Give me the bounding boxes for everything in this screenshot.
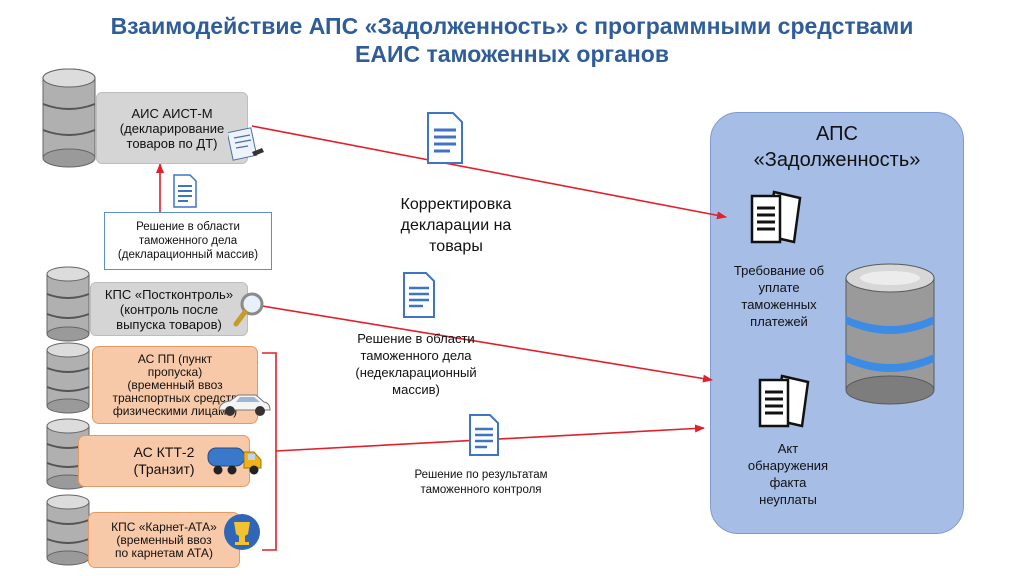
postcontrol-line-3: выпуска товаров) xyxy=(116,316,222,332)
trophy-icon xyxy=(224,514,260,550)
decl-solution-line-1: Решение в области xyxy=(136,221,240,233)
karnet-line-3: по карнетам АТА) xyxy=(115,545,213,560)
act-line-2: обнаружения xyxy=(747,458,829,473)
nondecl-line-3: (недекларационный xyxy=(355,365,477,380)
arrow-postcontrol-to-act xyxy=(249,303,713,383)
papers-icon xyxy=(758,374,810,428)
postcontrol-line-2: (контроль после xyxy=(119,301,219,317)
postcontrol-line-1: КПС «Постконтроль» xyxy=(104,286,234,302)
label-requirement: Требование об уплате таможенных платежей xyxy=(718,262,840,330)
papers-icon xyxy=(750,190,802,244)
correction-line-3: товары xyxy=(429,238,483,255)
system-postcontrol[interactable]: КПС «Постконтроль» (контроль после выпус… xyxy=(90,282,248,336)
label-control-result: Решение по результатам таможенного контр… xyxy=(396,468,566,498)
nondecl-line-2: таможенного дела xyxy=(360,348,472,363)
label-nondecl-solution: Решение в области таможенного дела (неде… xyxy=(336,330,496,398)
aspp-line-3: (временный ввоз xyxy=(127,377,223,392)
aspp-line-5: физическими лицами) xyxy=(112,403,238,418)
asktt-line-1: АС КТТ-2 xyxy=(133,444,195,460)
document-icon xyxy=(427,112,463,164)
database-icon xyxy=(42,68,96,168)
aist-line-3: товаров по ДТ) xyxy=(126,135,218,151)
aspp-line-2: пропуска) xyxy=(147,364,203,379)
control-result-line-1: Решение по результатам xyxy=(414,469,548,481)
correction-line-1: Корректировка xyxy=(400,196,512,213)
truck-icon xyxy=(207,447,262,475)
database-icon xyxy=(845,263,935,405)
aist-line-2: (декларирование xyxy=(119,120,225,136)
system-aist-m[interactable]: АИС АИСТ-М (декларирование товаров по ДТ… xyxy=(96,92,248,164)
label-correction: Корректировка декларации на товары xyxy=(372,194,540,257)
control-result-line-2: таможенного контроля xyxy=(420,484,542,496)
car-icon xyxy=(218,394,271,416)
aps-title-line-2: «Задолженность» xyxy=(753,149,921,171)
label-act: Акт обнаружения факта неуплаты xyxy=(728,440,848,508)
karnet-line-1: КПС «Карнет-АТА» xyxy=(111,519,217,534)
decl-solution-line-3: (декларационный массив) xyxy=(117,249,259,261)
aps-title: АПС «Задолженность» xyxy=(711,121,963,173)
database-icon xyxy=(46,342,90,414)
title-line-1: Взаимодействие АПС «Задолженность» с про… xyxy=(110,13,914,39)
document-icon xyxy=(403,272,435,318)
act-line-3: факта xyxy=(769,475,807,490)
act-line-4: неуплаты xyxy=(759,492,817,507)
karnet-line-2: (временный ввоз xyxy=(116,532,212,547)
database-icon xyxy=(46,494,90,566)
requirement-line-1: Требование об xyxy=(733,263,825,278)
aspp-line-4: транспортных средств xyxy=(112,390,238,405)
requirement-line-4: платежей xyxy=(750,314,808,329)
system-karnet-ata[interactable]: КПС «Карнет-АТА» (временный ввоз по карн… xyxy=(88,512,240,568)
form-icon xyxy=(228,127,264,161)
requirement-line-2: уплате xyxy=(758,280,800,295)
label-decl-solution: Решение в области таможенного дела (декл… xyxy=(104,212,272,270)
act-line-1: Акт xyxy=(777,441,799,456)
bracket-bottom-systems xyxy=(262,352,277,551)
magnifier-icon xyxy=(233,292,264,327)
page-title: Взаимодействие АПС «Задолженность» с про… xyxy=(40,12,984,68)
decl-solution-line-2: таможенного дела xyxy=(138,235,238,247)
database-icon xyxy=(46,266,90,342)
nondecl-line-1: Решение в области xyxy=(357,331,475,346)
title-line-2: ЕАИС таможенных органов xyxy=(355,41,669,67)
document-icon xyxy=(469,414,499,456)
aist-line-1: АИС АИСТ-М xyxy=(131,105,213,121)
document-icon xyxy=(173,174,197,208)
arrow-aist-to-requirement xyxy=(251,125,727,220)
correction-line-2: декларации на xyxy=(400,217,512,234)
nondecl-line-4: массив) xyxy=(392,382,440,397)
aps-title-line-1: АПС xyxy=(816,123,858,145)
requirement-line-3: таможенных xyxy=(741,297,817,312)
aspp-line-1: АС ПП (пункт xyxy=(137,351,213,366)
asktt-line-2: (Транзит) xyxy=(133,461,195,477)
